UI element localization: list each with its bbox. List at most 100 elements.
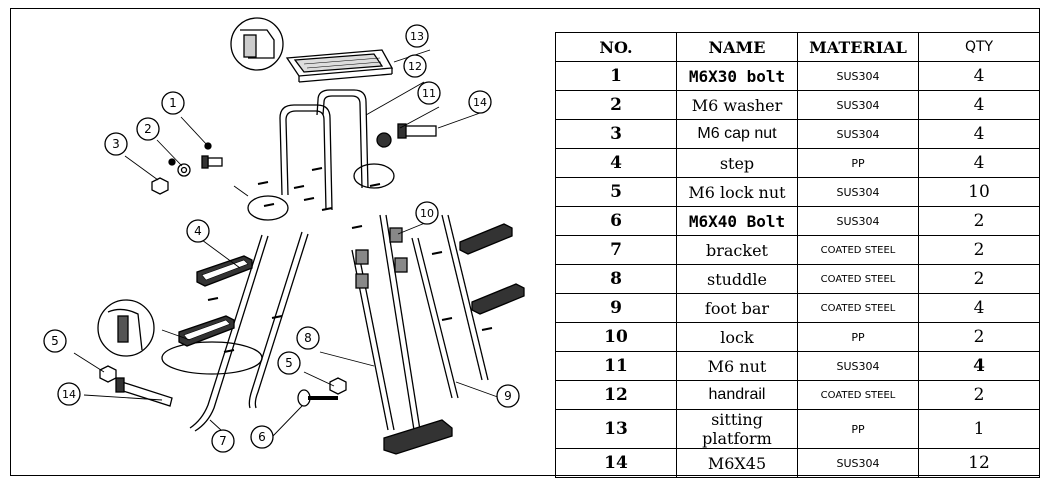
callout-label: 10 bbox=[420, 207, 434, 220]
callout-label: 12 bbox=[408, 60, 422, 73]
detail-ellipse-right bbox=[353, 163, 395, 189]
part-qty-cell: 2 bbox=[918, 235, 1040, 265]
part-qty-cell: 1 bbox=[918, 409, 1040, 449]
part-qty-cell: 4 bbox=[918, 61, 1040, 91]
handrail-part bbox=[279, 89, 369, 211]
part-qty-cell: 4 bbox=[918, 351, 1040, 381]
part-qty-cell: 4 bbox=[918, 119, 1040, 149]
part-qty-cell: 2 bbox=[918, 264, 1040, 294]
part-number-cell: 4 bbox=[555, 148, 677, 178]
part-number-cell: 6 bbox=[555, 206, 677, 236]
part-number-cell: 3 bbox=[555, 119, 677, 149]
part-name-cell: M6 lock nut bbox=[676, 177, 798, 207]
part-number-cell: 13 bbox=[555, 409, 677, 449]
sitting-platform-part bbox=[285, 49, 394, 83]
part-name-cell: studdle bbox=[676, 264, 798, 294]
callout-label: 4 bbox=[194, 224, 202, 238]
part-material-cell: PP bbox=[797, 322, 919, 352]
part-qty-cell: 2 bbox=[918, 380, 1040, 410]
part-number-cell: 8 bbox=[555, 264, 677, 294]
part-name-cell: M6X30 bolt bbox=[676, 61, 798, 91]
part-number-cell: 1 bbox=[555, 61, 677, 91]
header-no: NO. bbox=[555, 32, 677, 62]
detail-circle-top bbox=[230, 17, 284, 71]
part-qty-cell: 4 bbox=[918, 293, 1040, 323]
part-qty-cell: 10 bbox=[918, 177, 1040, 207]
part-qty-cell: 2 bbox=[918, 322, 1040, 352]
part-name-cell: lock bbox=[676, 322, 798, 352]
callout-label: 2 bbox=[144, 122, 152, 136]
drawing-frame bbox=[10, 8, 1040, 476]
part-name-cell: sitting platform bbox=[676, 409, 798, 449]
header-name: NAME bbox=[676, 32, 798, 62]
detail-ellipse-bottom bbox=[161, 341, 263, 375]
part-qty-cell: 12 bbox=[918, 448, 1040, 478]
front-leg-part bbox=[189, 231, 309, 432]
part-number-cell: 12 bbox=[555, 380, 677, 410]
part-material-cell: SUS304 bbox=[797, 61, 919, 91]
part-material-cell: SUS304 bbox=[797, 351, 919, 381]
part-name-cell: M6X40 Bolt bbox=[676, 206, 798, 236]
header-material: MATERIAL bbox=[797, 32, 919, 62]
callout-label: 5 bbox=[285, 356, 293, 370]
part-number-cell: 11 bbox=[555, 351, 677, 381]
callout-label: 14 bbox=[473, 96, 487, 109]
callout-label: 7 bbox=[219, 434, 227, 448]
part-material-cell: COATED STEEL bbox=[797, 380, 919, 410]
part-material-cell: SUS304 bbox=[797, 177, 919, 207]
callout-label: 5 bbox=[51, 334, 59, 348]
detail-ellipse-left bbox=[247, 195, 289, 221]
part-number-cell: 2 bbox=[555, 90, 677, 120]
callout-label: 11 bbox=[422, 87, 436, 100]
lock-part bbox=[389, 227, 403, 243]
part-material-cell: SUS304 bbox=[797, 90, 919, 120]
part-qty-cell: 4 bbox=[918, 148, 1040, 178]
callout-label: 14 bbox=[62, 388, 76, 401]
part-qty-cell: 4 bbox=[918, 90, 1040, 120]
part-material-cell: SUS304 bbox=[797, 119, 919, 149]
part-number-cell: 7 bbox=[555, 235, 677, 265]
part-name-cell: M6 nut bbox=[676, 351, 798, 381]
header-qty: QTY bbox=[918, 32, 1040, 62]
part-name-cell: M6X45 bbox=[676, 448, 798, 478]
part-number-cell: 5 bbox=[555, 177, 677, 207]
callout-label: 8 bbox=[304, 331, 312, 345]
step-part bbox=[178, 255, 253, 347]
part-material-cell: PP bbox=[797, 148, 919, 178]
part-number-cell: 14 bbox=[555, 448, 677, 478]
part-material-cell: PP bbox=[797, 409, 919, 449]
part-name-cell: M6 washer bbox=[676, 90, 798, 120]
part-name-cell: step bbox=[676, 148, 798, 178]
part-number-cell: 10 bbox=[555, 322, 677, 352]
part-material-cell: COATED STEEL bbox=[797, 293, 919, 323]
part-qty-cell: 2 bbox=[918, 206, 1040, 236]
part-name-cell: foot bar bbox=[676, 293, 798, 323]
exploded-assembly-diagram: 1 2 3 4 5 5 6 7 8 9 10 11 12 13 14 14 bbox=[43, 17, 525, 455]
part-material-cell: COATED STEEL bbox=[797, 264, 919, 294]
callout-label: 1 bbox=[169, 96, 177, 110]
part-material-cell: SUS304 bbox=[797, 448, 919, 478]
part-material-cell: COATED STEEL bbox=[797, 235, 919, 265]
part-number-cell: 9 bbox=[555, 293, 677, 323]
callout-label: 9 bbox=[504, 389, 512, 403]
part-material-cell: SUS304 bbox=[797, 206, 919, 236]
table-header-row: NO. NAME MATERIAL QTY bbox=[555, 32, 1040, 62]
part-name-cell: bracket bbox=[676, 235, 798, 265]
callout-label: 6 bbox=[258, 430, 266, 444]
